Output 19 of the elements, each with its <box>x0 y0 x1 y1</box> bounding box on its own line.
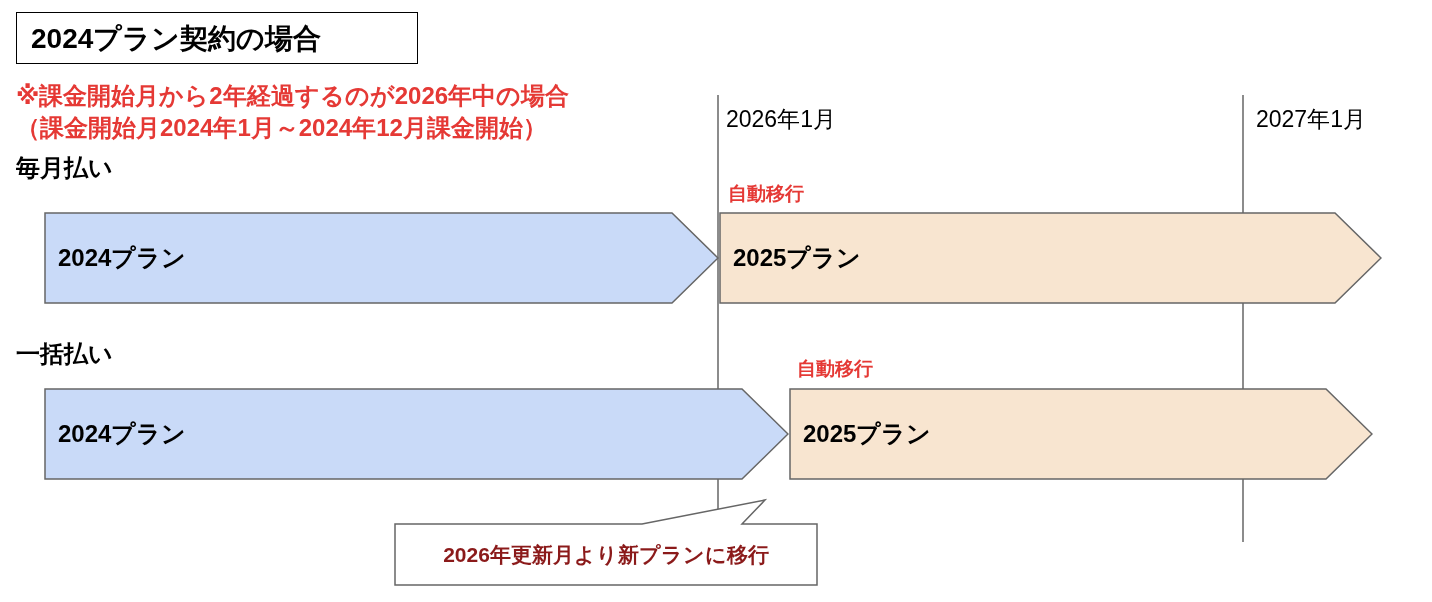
title: 2024プラン契約の場合 <box>16 12 418 64</box>
row-heading: 一括払い <box>16 339 113 369</box>
transition-label: 自動移行 <box>728 182 804 206</box>
note-text: ※課金開始月から2年経過するのが2026年中の場合 <box>16 81 570 111</box>
node-label: 2026年更新月より新プランに移行 <box>442 542 770 568</box>
date-label: 2027年1月 <box>1256 105 1366 134</box>
date-label: 2026年1月 <box>726 105 836 134</box>
speech-callout <box>394 498 818 586</box>
timeline-arrow <box>44 388 789 480</box>
note-text: （課金開始月2024年1月～2024年12月課金開始） <box>16 113 547 143</box>
node-label: 2025プラン <box>733 243 862 273</box>
timeline-arrow <box>719 212 1382 304</box>
timeline-arrow <box>789 388 1373 480</box>
timeline-arrow <box>44 212 719 304</box>
row-heading: 毎月払い <box>16 153 113 183</box>
node-label: 2025プラン <box>803 419 932 449</box>
transition-label: 自動移行 <box>797 357 873 381</box>
node-label: 2024プラン <box>58 243 187 273</box>
node-label: 2024プラン <box>58 419 187 449</box>
